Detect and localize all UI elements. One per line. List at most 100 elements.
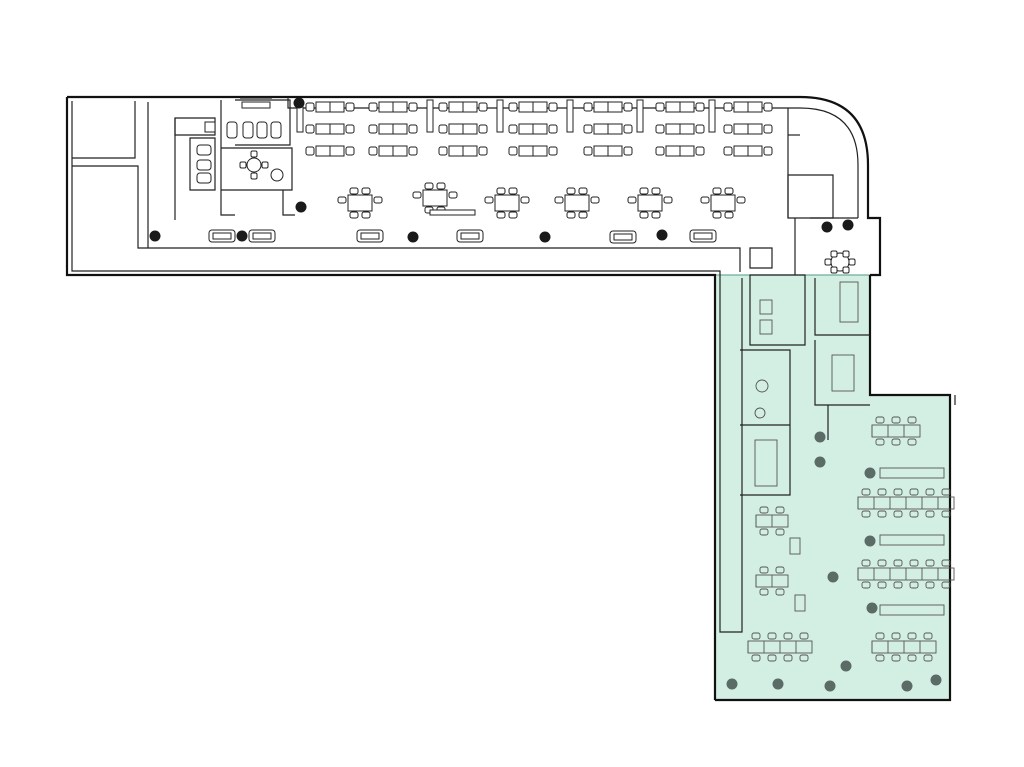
bench bbox=[879, 467, 945, 479]
meeting-table bbox=[839, 281, 859, 323]
chair bbox=[842, 250, 850, 258]
chair bbox=[861, 488, 871, 496]
toilet bbox=[196, 159, 212, 171]
plant bbox=[656, 229, 668, 241]
plant bbox=[827, 571, 839, 583]
plant bbox=[840, 660, 852, 672]
chair bbox=[438, 146, 448, 156]
chair bbox=[478, 102, 488, 112]
chair bbox=[583, 124, 593, 134]
chair bbox=[250, 172, 258, 180]
sofa bbox=[356, 229, 384, 243]
zone-workstation-cluster bbox=[871, 416, 921, 446]
sofa-seat bbox=[252, 232, 272, 240]
workstation-cluster bbox=[583, 101, 633, 157]
chair bbox=[763, 102, 773, 112]
sofa bbox=[456, 229, 484, 243]
chair bbox=[508, 146, 518, 156]
toilet bbox=[256, 121, 268, 139]
chair bbox=[695, 102, 705, 112]
chair bbox=[877, 581, 887, 589]
table-top bbox=[422, 189, 448, 207]
chair bbox=[548, 124, 558, 134]
table-top bbox=[637, 194, 663, 212]
meeting-table bbox=[831, 354, 855, 392]
chair bbox=[408, 146, 418, 156]
chair bbox=[909, 510, 919, 518]
chair bbox=[893, 559, 903, 567]
chair bbox=[763, 146, 773, 156]
chair bbox=[478, 124, 488, 134]
lounge-sofas bbox=[208, 229, 717, 244]
chair bbox=[590, 196, 600, 204]
cabinet bbox=[794, 594, 806, 612]
toilet bbox=[759, 319, 773, 335]
chair bbox=[891, 654, 901, 662]
chair bbox=[345, 146, 355, 156]
toilet bbox=[242, 121, 254, 139]
window-pillar bbox=[708, 99, 716, 133]
chair bbox=[554, 196, 564, 204]
meeting-table bbox=[484, 187, 530, 219]
chair bbox=[799, 632, 809, 640]
chair bbox=[861, 510, 871, 518]
chair bbox=[723, 146, 733, 156]
sofa bbox=[689, 229, 717, 243]
chair bbox=[923, 632, 933, 640]
sofa-seat bbox=[360, 232, 380, 240]
zone-workstation-cluster bbox=[755, 506, 789, 536]
chair bbox=[448, 191, 458, 199]
chair bbox=[438, 102, 448, 112]
chair bbox=[848, 258, 856, 266]
toilet bbox=[270, 121, 282, 139]
chair bbox=[361, 211, 371, 219]
plants bbox=[149, 97, 942, 692]
round-table bbox=[270, 168, 284, 182]
chair bbox=[712, 187, 722, 195]
sofa-seat bbox=[613, 233, 633, 241]
chair bbox=[941, 559, 951, 567]
chair bbox=[583, 146, 593, 156]
chair bbox=[623, 124, 633, 134]
chair bbox=[655, 146, 665, 156]
chair bbox=[759, 566, 769, 574]
chair bbox=[767, 632, 777, 640]
chair bbox=[775, 566, 785, 574]
toilet bbox=[196, 144, 212, 156]
plant bbox=[866, 602, 878, 614]
table-top bbox=[710, 194, 736, 212]
meeting-table bbox=[337, 187, 383, 219]
chair bbox=[875, 438, 885, 446]
chair bbox=[424, 182, 434, 190]
window-pillar bbox=[636, 99, 644, 133]
chair bbox=[655, 124, 665, 134]
toilet bbox=[759, 299, 773, 315]
chair bbox=[349, 211, 359, 219]
chair bbox=[875, 632, 885, 640]
chair bbox=[941, 488, 951, 496]
workstation-cluster bbox=[508, 101, 558, 157]
chair bbox=[305, 124, 315, 134]
chair bbox=[508, 187, 518, 195]
chair bbox=[337, 196, 347, 204]
chair bbox=[759, 506, 769, 514]
plant bbox=[814, 431, 826, 443]
chair bbox=[783, 632, 793, 640]
chair bbox=[763, 124, 773, 134]
window-pillars bbox=[296, 99, 716, 133]
sofa bbox=[208, 229, 236, 243]
chair bbox=[548, 146, 558, 156]
round-table bbox=[246, 157, 262, 173]
chair bbox=[239, 161, 247, 169]
plant bbox=[864, 467, 876, 479]
chair bbox=[925, 488, 935, 496]
chair bbox=[345, 124, 355, 134]
meeting-table bbox=[627, 187, 673, 219]
chair bbox=[520, 196, 530, 204]
plant bbox=[930, 674, 942, 686]
chair bbox=[436, 182, 446, 190]
window-pillar bbox=[496, 99, 504, 133]
plant bbox=[236, 230, 248, 242]
round-table bbox=[755, 379, 769, 393]
